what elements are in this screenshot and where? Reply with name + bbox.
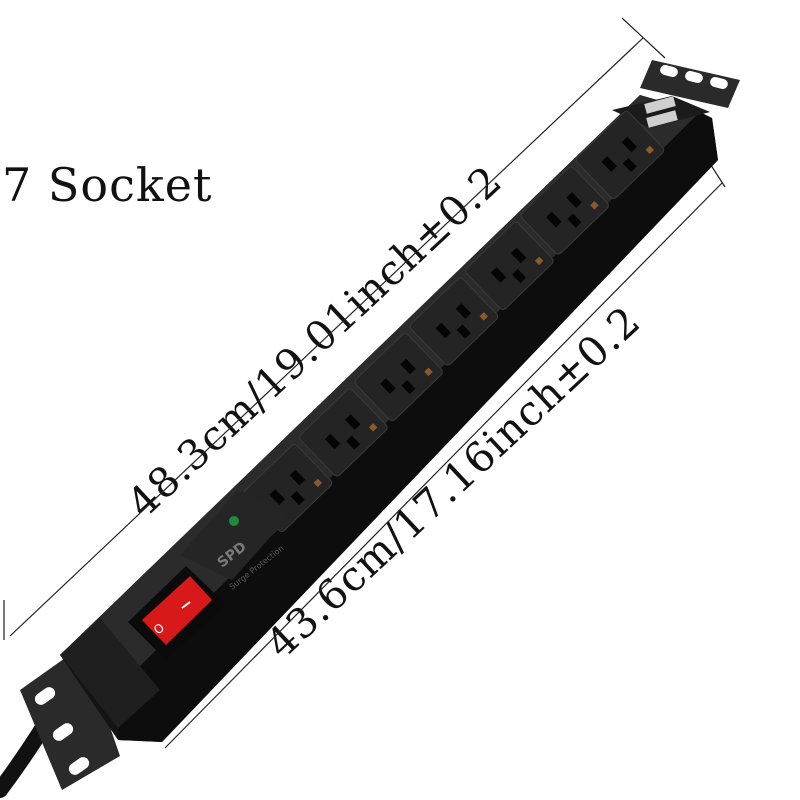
socket-shutter [479, 312, 489, 321]
overall-length-endcap [621, 17, 666, 59]
socket-hole [289, 469, 306, 486]
socket-hole [601, 156, 617, 172]
socket-6[interactable] [519, 165, 610, 255]
socket-shutter [313, 478, 323, 488]
socket-hole [269, 489, 285, 505]
socket-face [409, 277, 499, 366]
body-length-line [164, 182, 723, 749]
socket-face [354, 333, 443, 421]
overall-length-line [9, 37, 644, 637]
socket-shutter [534, 256, 544, 266]
socket-group [243, 110, 666, 532]
socket-hole [621, 136, 638, 153]
socket-3[interactable] [353, 332, 444, 422]
socket-shutter [645, 145, 655, 155]
socket-hole [512, 268, 527, 284]
socket-face [575, 111, 665, 199]
socket-hole [401, 379, 416, 395]
socket-shutter [424, 367, 433, 377]
socket-4[interactable] [409, 276, 500, 366]
socket-2[interactable] [298, 387, 389, 477]
socket-7[interactable] [575, 110, 666, 200]
socket-hole [622, 157, 637, 173]
usb-port-icon[interactable] [646, 110, 678, 128]
socket-hole [566, 192, 582, 208]
right-mounting-bracket [640, 60, 740, 108]
socket-hole [490, 267, 507, 283]
left-mounting-bracket [20, 646, 120, 790]
socket-hole [290, 490, 305, 506]
usb-port-icon[interactable] [644, 96, 676, 114]
socket-shutter [590, 201, 599, 210]
socket-hole [546, 211, 562, 228]
socket-hole [346, 435, 361, 450]
socket-hole [455, 303, 472, 319]
indicator-light-icon [229, 516, 239, 526]
socket-hole [510, 247, 527, 264]
end-cap [60, 618, 160, 728]
product-title: 7 Socket [2, 158, 213, 212]
dimension-lines [3, 17, 726, 749]
power-switch[interactable]: O [128, 566, 226, 660]
socket-5[interactable] [464, 221, 555, 311]
switch-on-symbol [181, 601, 191, 609]
socket-face [299, 388, 388, 477]
rocker-switch[interactable] [142, 576, 212, 645]
socket-hole [435, 322, 451, 339]
socket-hole [380, 378, 396, 394]
socket-hole [324, 433, 341, 450]
socket-hole [400, 358, 416, 375]
socket-face [520, 166, 609, 255]
socket-shutter [368, 423, 378, 432]
socket-hole [344, 414, 361, 430]
socket-face [465, 222, 554, 310]
socket-hole [456, 324, 471, 339]
socket-hole [567, 213, 582, 228]
